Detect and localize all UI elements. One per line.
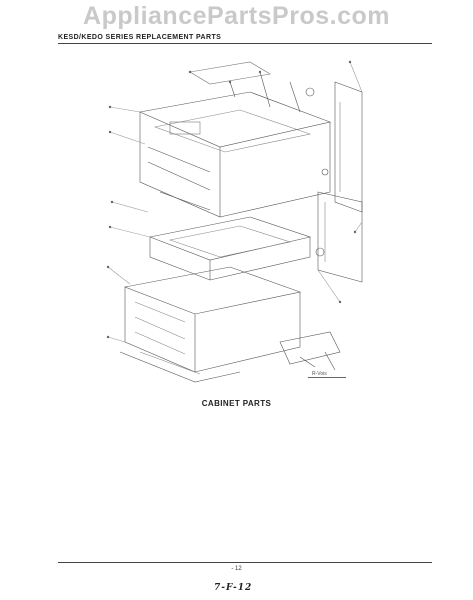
section-caption: CABINET PARTS (201, 399, 272, 408)
cabinet-exploded-diagram (100, 52, 372, 386)
handwritten-page-code: 7-F-12 (214, 583, 253, 593)
watermark-logo: AppliancePartsPros.com (83, 2, 390, 30)
reference-tag-underline (308, 377, 346, 378)
footer-divider (58, 562, 432, 563)
diagram-reference-tag: R-Vois (312, 371, 327, 377)
series-title: KESD/KEDO SERIES REPLACEMENT PARTS (58, 34, 222, 41)
header-divider (58, 43, 432, 44)
page-number: - 12 (231, 566, 242, 572)
